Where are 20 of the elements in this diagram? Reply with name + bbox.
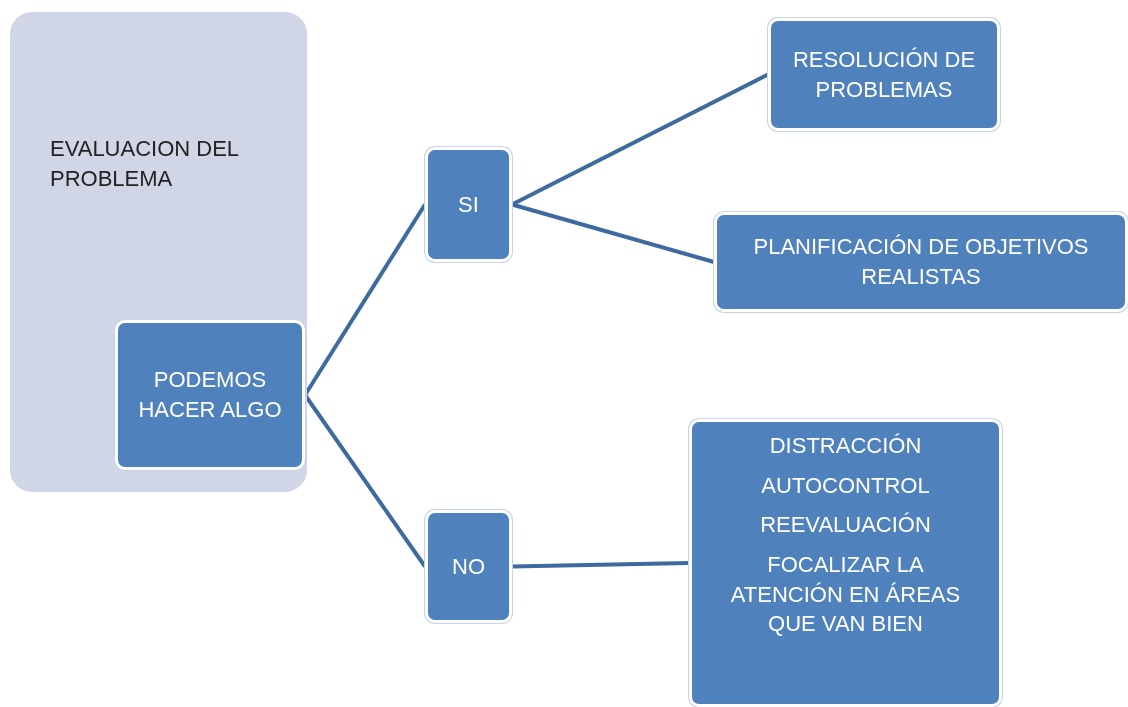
box-label: RESOLUCIÓN DE PROBLEMAS xyxy=(791,45,977,104)
box-label: AUTOCONTROL xyxy=(761,471,930,500)
box-label: PLANIFICACIÓN DE OBJETIVOS REALISTAS xyxy=(752,233,1090,291)
group-panel xyxy=(10,12,307,492)
box-label: REEVALUACIÓN xyxy=(760,511,931,540)
box-label: FOCALIZAR LA ATENCIÓN EN ÁREAS QUE VAN BIEN xyxy=(729,551,962,639)
box-label: PODEMOS HACER ALGO xyxy=(137,366,283,424)
process-box xyxy=(115,320,305,470)
connector-line xyxy=(511,561,690,569)
box-label: EVALUACION DEL PROBLEMA xyxy=(50,135,240,193)
process-box xyxy=(714,212,1128,312)
box-label: SI xyxy=(458,190,479,219)
process-box xyxy=(768,18,1000,131)
box-label: NO xyxy=(452,552,485,581)
connector-line xyxy=(511,202,715,264)
process-box xyxy=(689,419,1002,707)
box-label: DISTRACCIÓN xyxy=(769,432,922,460)
process-box xyxy=(425,147,512,262)
connector-line xyxy=(511,72,769,207)
process-box xyxy=(425,510,512,623)
